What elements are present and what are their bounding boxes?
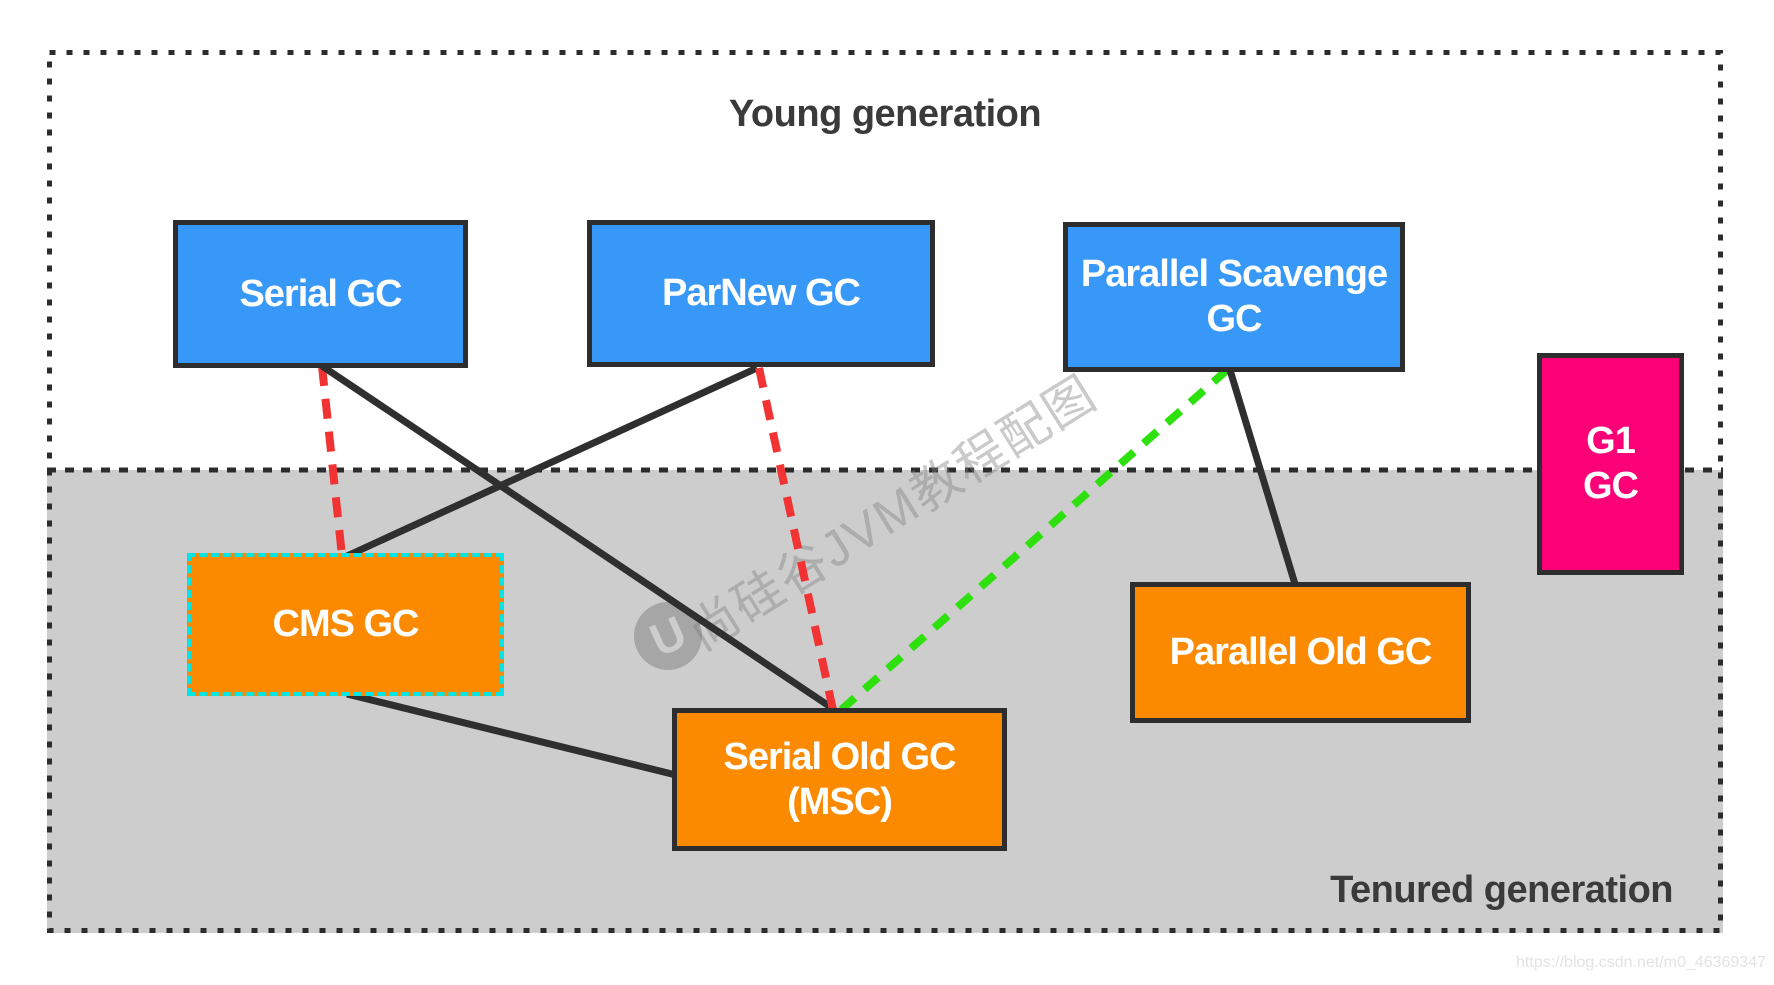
edge-parnew-to-cms xyxy=(345,364,759,560)
node-serial-gc: Serial GC xyxy=(173,220,468,368)
node-parallel-old-gc: Parallel Old GC xyxy=(1130,582,1471,723)
watermark-logo-circle xyxy=(634,602,702,670)
node-parallel-scavenge-gc: Parallel Scavenge GC xyxy=(1063,222,1405,372)
edge-serial-to-serial-old xyxy=(320,363,837,713)
edge-cms-to-serial-old xyxy=(346,690,677,779)
young-generation-title: Young generation xyxy=(728,93,1042,135)
url-watermark: https://blog.csdn.net/m0_46369347 xyxy=(1516,954,1766,971)
node-cms-gc: CMS GC xyxy=(187,553,504,696)
node-parnew-gc: ParNew GC xyxy=(587,220,935,367)
edge-parallel-scavenge-to-parallel-old xyxy=(1226,368,1299,586)
heap-outer-dotted-border xyxy=(47,50,1723,933)
tenured-generation-title: Tenured generation xyxy=(1330,869,1673,911)
node-serial-old-gc: Serial Old GC (MSC) xyxy=(672,708,1007,851)
node-g1-gc: G1 GC xyxy=(1537,353,1684,575)
edge-parnew-to-serial-old xyxy=(755,367,837,711)
edge-parallel-scavenge-to-serial-old xyxy=(838,366,1230,714)
edges-layer xyxy=(318,363,1299,779)
